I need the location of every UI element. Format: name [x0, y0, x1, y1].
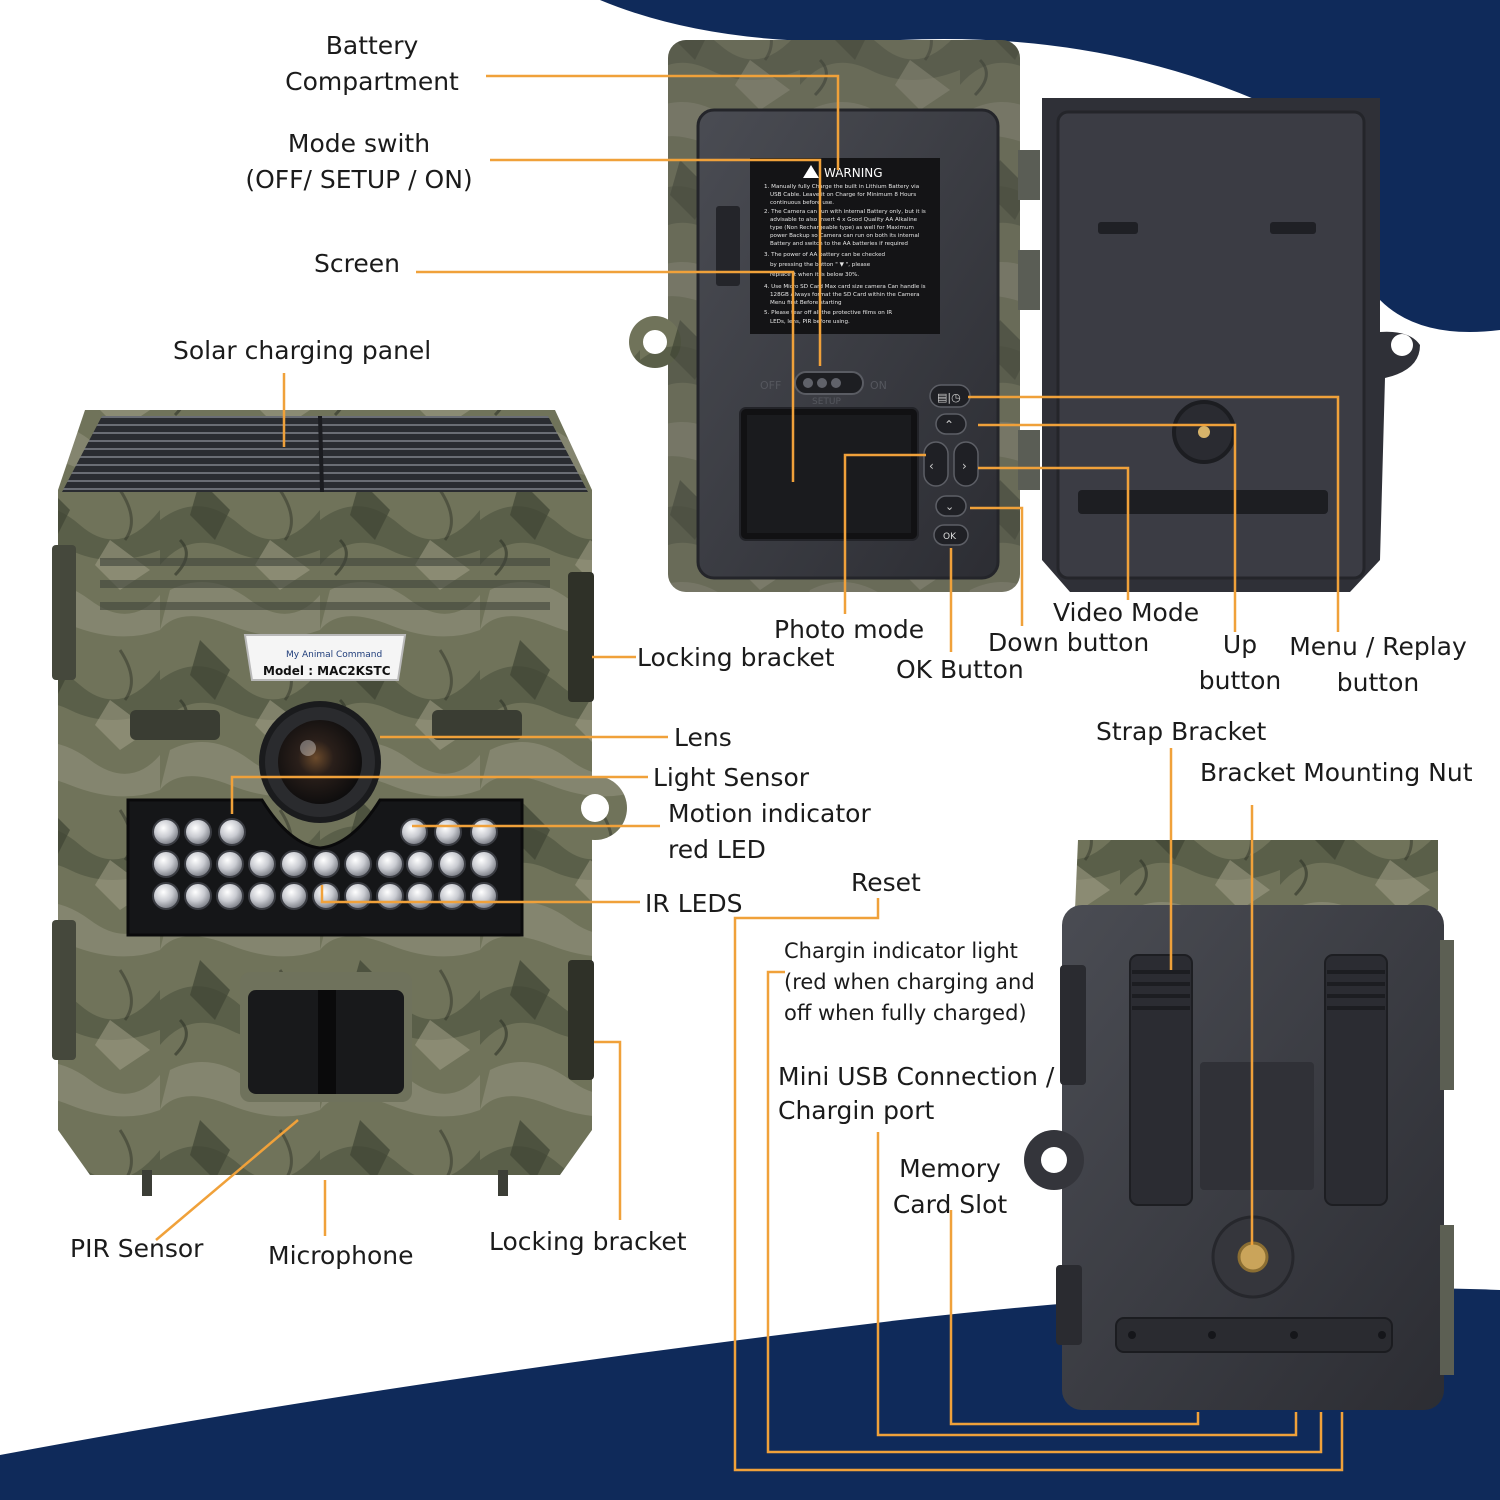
ir-led	[376, 850, 404, 878]
solar-panel	[62, 416, 588, 492]
switch-on-label: ON	[870, 379, 887, 392]
ir-led	[152, 850, 180, 878]
warning-line: advisable to also insert 4 x Good Qualit…	[770, 217, 918, 223]
label-ir-leds: IR LEDS	[645, 889, 743, 918]
label-charging-indicator: Chargin indicator light (red when chargi…	[784, 939, 1035, 1025]
ir-led	[248, 850, 276, 878]
ir-led	[218, 818, 246, 846]
chevron-down-icon: ⌄	[945, 500, 954, 513]
ir-led	[280, 850, 308, 878]
ir-led	[470, 818, 498, 846]
ir-led	[216, 882, 244, 910]
svg-text:OK: OK	[943, 532, 957, 542]
ir-led	[400, 818, 428, 846]
label-reset: Reset	[851, 868, 921, 897]
ir-led	[344, 882, 372, 910]
ir-led	[470, 882, 498, 910]
warning-line: 4. Use Micro SD Card Max card size camer…	[764, 284, 926, 290]
warning-line: 3. The power of AA battery can be checke…	[764, 252, 886, 258]
ir-leds	[152, 818, 498, 910]
label-strap-bracket: Strap Bracket	[1096, 717, 1267, 746]
label-photo-mode: Photo mode	[774, 615, 925, 644]
mode-switch[interactable]	[794, 371, 864, 395]
ir-led	[184, 850, 212, 878]
switch-off-label: OFF	[760, 379, 781, 392]
warning-line: 128GB Always format the SD Card within t…	[770, 292, 920, 298]
ir-led	[280, 882, 308, 910]
warning-line: replace it when it is below 30%.	[770, 272, 859, 278]
callout-lines	[155, 74, 1344, 1472]
warning-line: Menu first Before starting	[770, 300, 842, 306]
warning-line: 2. The Camera can run with internal Batt…	[764, 209, 926, 215]
label-down-button: Down button	[988, 628, 1150, 657]
ir-led	[434, 818, 462, 846]
ir-led	[438, 882, 466, 910]
label-light-sensor: Light Sensor	[653, 763, 810, 792]
photo-mode-button[interactable]	[923, 441, 949, 487]
ok-button[interactable]	[933, 524, 969, 546]
label-ok-button: OK Button	[896, 655, 1024, 684]
chevron-up-icon: ⌃	[944, 418, 954, 432]
warning-title: WARNING	[824, 166, 883, 180]
ir-led	[344, 850, 372, 878]
label-lens: Lens	[674, 723, 732, 752]
strap-bracket-left	[1129, 954, 1193, 1206]
label-pir-sensor: PIR Sensor	[70, 1234, 204, 1263]
brand-text: My Animal Command	[286, 650, 382, 660]
ir-led	[438, 850, 466, 878]
ir-led	[312, 882, 340, 910]
chevron-right-icon: ›	[962, 459, 967, 473]
bg-navy-top	[600, 0, 1500, 332]
warning-line: Battery and switch to the AA batteries i…	[770, 241, 908, 247]
ir-led	[470, 850, 498, 878]
ir-led	[152, 818, 180, 846]
model-text: Model : MAC2KSTC	[263, 664, 391, 678]
warning-line: continuous before use.	[770, 200, 834, 206]
down-button[interactable]	[935, 495, 967, 517]
ir-led	[376, 882, 404, 910]
label-mounting-nut: Bracket Mounting Nut	[1200, 758, 1473, 787]
switch-setup-label: SETUP	[812, 397, 841, 407]
label-locking-bracket-bottom: Locking bracket	[489, 1227, 687, 1256]
label-microphone: Microphone	[268, 1241, 414, 1270]
warning-line: LEDs, lens, PIR before using.	[770, 319, 850, 325]
front-camera: My Animal Command Model : MAC2KSTC	[52, 410, 627, 1196]
label-video-mode: Video Mode	[1053, 598, 1200, 627]
warning-line: type (Non Rechargeable type) as well for…	[770, 225, 914, 231]
ir-led	[184, 882, 212, 910]
warning-line: USB Cable. Leave it on Charge for Minimu…	[770, 192, 916, 198]
ir-led	[184, 818, 212, 846]
video-mode-button[interactable]	[953, 441, 979, 487]
ir-led	[312, 850, 340, 878]
ir-led	[216, 850, 244, 878]
label-usb-port: Mini USB Connection / Chargin port	[778, 1062, 1055, 1125]
label-motion-indicator: Motion indicator red LED	[668, 799, 871, 864]
ir-led	[152, 882, 180, 910]
ir-led	[406, 882, 434, 910]
ir-led	[406, 850, 434, 878]
label-up-button: Up button	[1198, 630, 1282, 695]
open-camera: WARNING 1. Manually fully Charge the bui…	[629, 40, 1420, 592]
label-memory-card: Memory Card Slot	[892, 1154, 1008, 1219]
chevron-left-icon: ‹	[929, 459, 934, 473]
strap-bracket-right	[1324, 954, 1388, 1206]
back-camera	[1024, 840, 1454, 1410]
label-menu-replay: Menu / Replay button	[1289, 632, 1467, 697]
warning-line: 1. Manually fully Charge the built in Li…	[764, 184, 919, 190]
label-battery-compartment: Battery Compartment	[285, 31, 459, 96]
ir-led	[248, 882, 276, 910]
label-locking-bracket-top: Locking bracket	[637, 643, 835, 672]
up-button[interactable]	[935, 413, 967, 435]
warning-line: power Backup so Camera can run on both i…	[770, 233, 920, 239]
label-screen: Screen	[314, 249, 400, 278]
svg-text:▤|◷: ▤|◷	[937, 391, 961, 404]
label-mode-switch: Mode swith (OFF/ SETUP / ON)	[245, 129, 473, 194]
label-solar-panel: Solar charging panel	[173, 336, 432, 365]
warning-line: 5. Please tear off all the protective fi…	[764, 310, 892, 316]
